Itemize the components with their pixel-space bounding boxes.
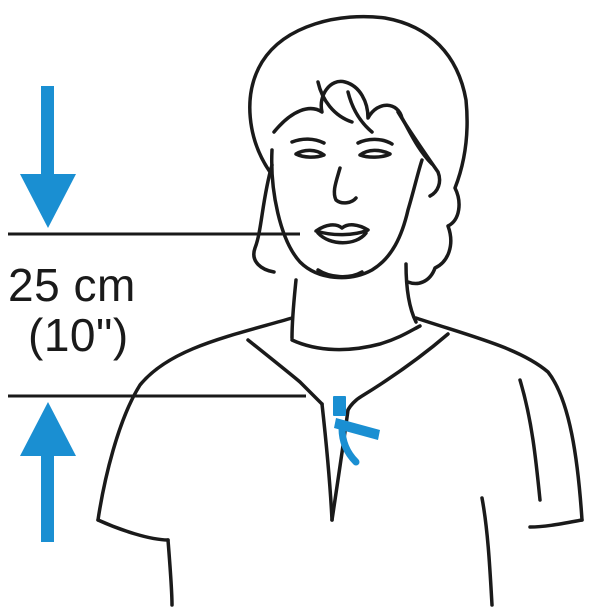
hair-outline [250, 17, 467, 284]
arrow-up-head [20, 402, 76, 456]
lavalier-microphone-icon [333, 396, 380, 462]
right-eyebrow [358, 139, 392, 144]
collar-right [348, 334, 448, 410]
hair-strand-1 [318, 82, 352, 122]
hair-strand-3 [398, 112, 440, 196]
left-eyebrow [292, 139, 324, 143]
right-torso-side [482, 498, 492, 605]
collar-left [248, 340, 322, 404]
nose [334, 168, 356, 203]
face-outline [272, 150, 422, 278]
collar-back [292, 326, 420, 350]
arrow-up-shaft [41, 454, 54, 542]
arrow-down-shaft [41, 86, 54, 176]
distance-metric-label: 25 cm [8, 262, 136, 308]
distance-imperial-label: (10") [28, 312, 129, 358]
arrow-down-icon [20, 86, 76, 228]
upper-lip [316, 225, 368, 235]
right-eye [360, 150, 390, 157]
microphone-capsule [333, 396, 346, 416]
neck-right [406, 264, 416, 322]
right-shoulder [416, 318, 582, 520]
neck-left [292, 280, 296, 338]
person-figure [98, 17, 582, 605]
right-sleeve-edge [530, 520, 582, 527]
left-torso-side [168, 540, 172, 605]
left-sleeve-edge [98, 520, 168, 540]
right-sleeve-fold [520, 380, 540, 500]
left-eye [296, 150, 324, 157]
arrow-up-icon [20, 402, 76, 542]
shirt-placket-left [322, 404, 332, 520]
arrow-down-head [20, 174, 76, 228]
